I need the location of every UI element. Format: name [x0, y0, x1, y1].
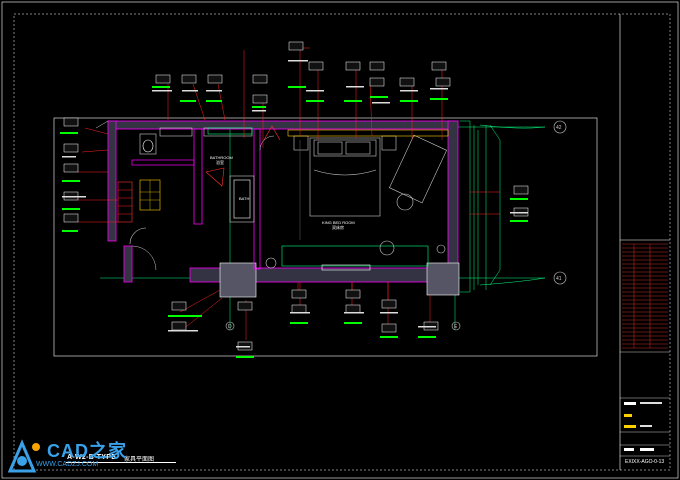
room-label-bedroom: KING BED ROOM	[322, 220, 355, 225]
grid-bubble-42	[553, 120, 567, 134]
callout-tags	[63, 41, 529, 351]
drawing-title: A-W2-B-TYPE	[67, 454, 117, 461]
grid-bubble-41	[553, 271, 567, 285]
callout-text-white	[62, 60, 528, 348]
room-label-bath: BATH	[239, 196, 249, 201]
grid-label-41: 41	[556, 276, 562, 282]
drawing-number: EXIXX-AGO-0-13	[625, 459, 665, 465]
shower-hatch	[118, 189, 132, 215]
facade	[460, 120, 546, 293]
title-underline	[66, 462, 176, 463]
title-block	[619, 14, 670, 470]
door-swings	[95, 120, 275, 271]
grid-bubble-e	[451, 321, 461, 331]
walls	[107, 120, 460, 298]
bathroom-fixtures	[117, 125, 281, 245]
plan-viewport-frame	[53, 117, 598, 357]
leader-lines	[78, 47, 500, 340]
watermark-url: WWW.CADZJ.COM	[36, 461, 99, 468]
room-label-bathroom-cn: 浴室	[216, 159, 224, 165]
grid-label-42: 42	[556, 125, 562, 131]
cad-home-logo	[8, 439, 40, 473]
bathroom-tile-hatch	[140, 180, 160, 210]
watermark-name: CAD之家	[47, 441, 127, 461]
grid-label-e: E	[454, 324, 458, 330]
sheet-inner-frame	[13, 13, 671, 471]
drawing-subtitle: 家具平面图	[124, 457, 155, 463]
bedroom-furniture	[207, 127, 449, 271]
grid-bubble-d	[225, 321, 235, 331]
grid-label-d: D	[228, 324, 232, 330]
callout-text-green	[60, 86, 528, 358]
room-label-bathroom: BATHROOM	[210, 155, 233, 160]
room-label-bedroom-cn: 双床房	[332, 224, 344, 230]
